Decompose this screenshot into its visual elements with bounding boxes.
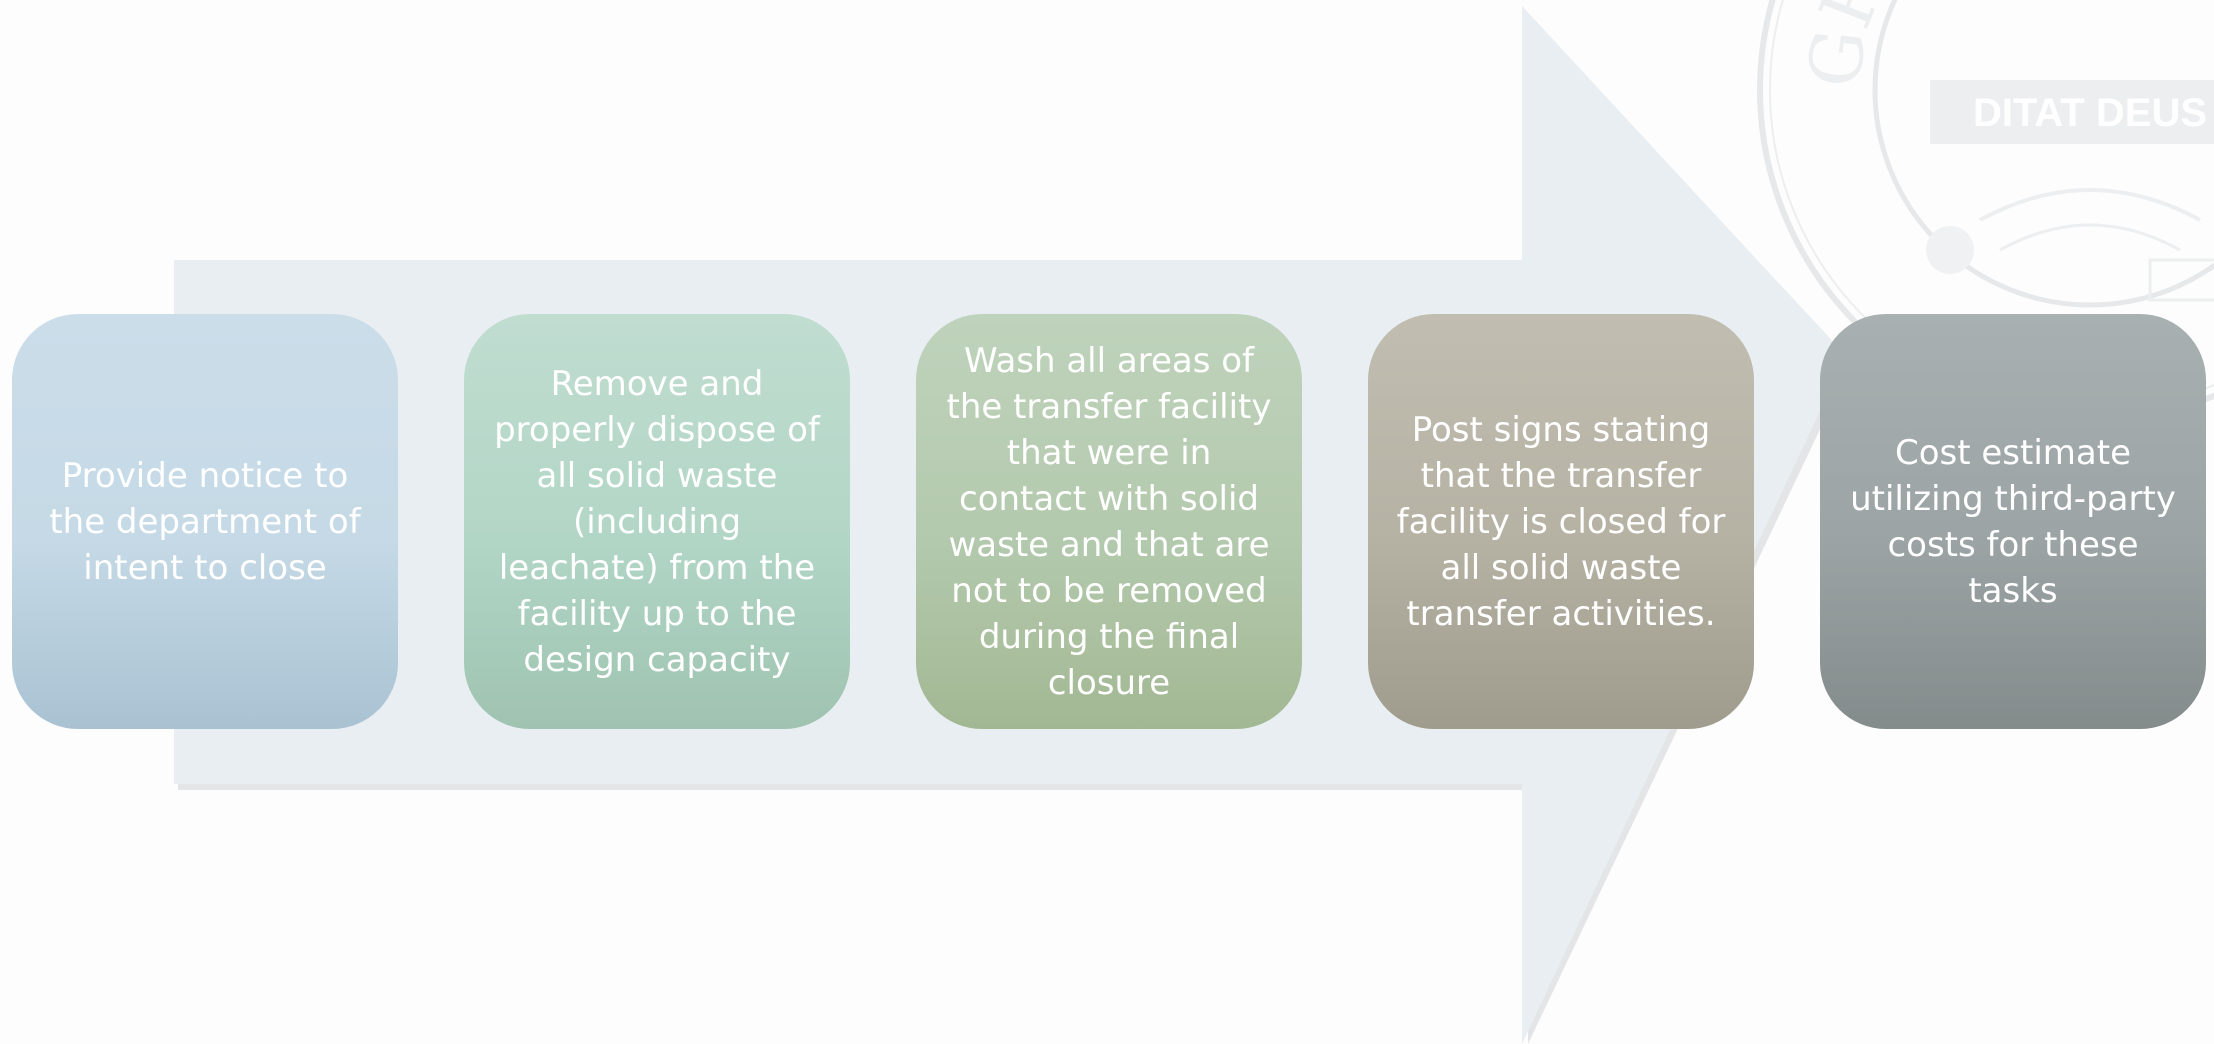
step-5-cost-estimate: Cost estimate utilizing third-party cost… xyxy=(1820,314,2206,729)
step-1-notice: Provide notice to the department of inte… xyxy=(12,314,398,729)
step-5-label: Cost estimate utilizing third-party cost… xyxy=(1850,432,2176,611)
step-3-label: Wash all areas of the transfer facility … xyxy=(946,340,1272,703)
seal-motto: DITAT DEUS xyxy=(1973,91,2207,135)
step-2-remove-waste: Remove and properly dispose of all solid… xyxy=(464,314,850,729)
step-3-wash-areas: Wash all areas of the transfer facility … xyxy=(916,314,1302,729)
step-1-label: Provide notice to the department of inte… xyxy=(49,455,361,588)
step-4-post-signs: Post signs stating that the transfer fac… xyxy=(1368,314,1754,729)
state-seal-watermark: GREAT SEAL OF DITAT DEUS xyxy=(1750,0,2214,423)
step-2-label: Remove and properly dispose of all solid… xyxy=(494,363,820,680)
step-4-label: Post signs stating that the transfer fac… xyxy=(1396,409,1726,634)
